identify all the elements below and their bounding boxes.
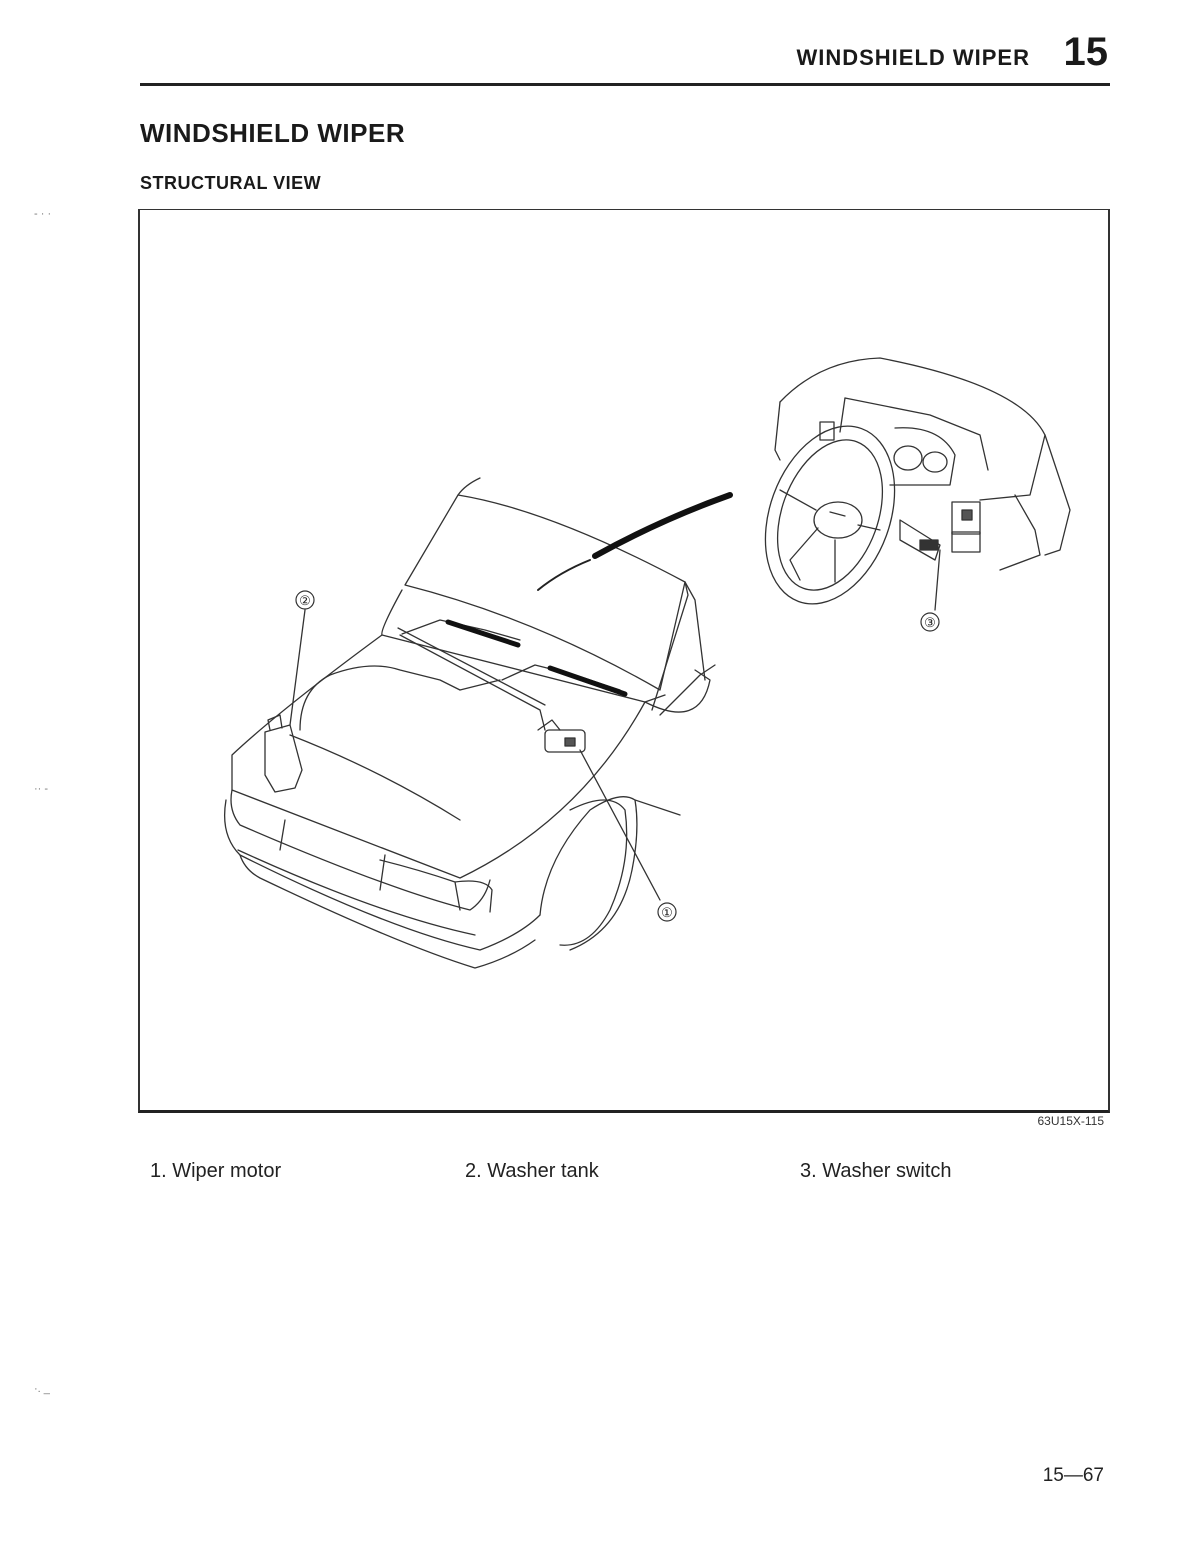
- legend-item-washer-tank: 2. Washer tank: [465, 1160, 599, 1182]
- margin-mark: ·. _: [34, 1383, 50, 1395]
- washer-tank-shape: [264, 724, 303, 793]
- callouts: ② ① ③: [295, 590, 940, 922]
- dashboard-illustration: [764, 357, 1071, 611]
- car-illustration: [223, 477, 733, 969]
- callout-2: ②: [299, 593, 311, 608]
- structural-view-figure: ② ① ③: [138, 209, 1110, 1113]
- figure-code: 63U15X-115: [1037, 1114, 1105, 1128]
- callout-1: ①: [661, 905, 673, 920]
- header-rule: [140, 83, 1110, 86]
- wiper-motor-shape: [544, 729, 586, 753]
- structural-view-drawing: ② ① ③: [223, 357, 1071, 969]
- page-title: WINDSHIELD WIPER: [140, 118, 406, 148]
- callout-3: ③: [924, 615, 936, 630]
- steering-wheel-shape: [764, 425, 896, 605]
- legend-item-wiper-motor: 1. Wiper motor: [150, 1160, 282, 1182]
- running-header-title: WINDSHIELD WIPER: [796, 45, 1030, 70]
- margin-mark: - · ·: [34, 208, 52, 220]
- margin-mark: ·· -: [34, 783, 49, 795]
- section-number: 15: [1063, 30, 1109, 74]
- legend-item-washer-switch: 3. Washer switch: [800, 1160, 952, 1182]
- section-subtitle: STRUCTURAL VIEW: [140, 173, 322, 193]
- page-number: 15—67: [1042, 1465, 1104, 1486]
